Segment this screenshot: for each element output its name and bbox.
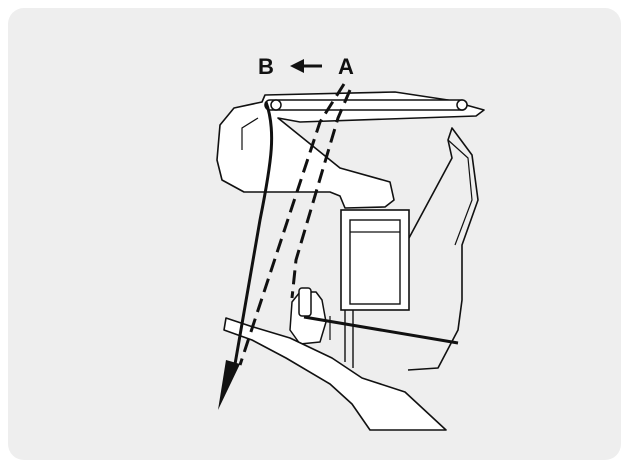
thread-guide-slot (264, 99, 468, 111)
left-arrow-icon (290, 59, 304, 73)
thread-guide-inner-edge (241, 117, 259, 150)
label-a: A (338, 54, 354, 79)
guide-pin-left (270, 99, 282, 111)
machine-body-outline (407, 127, 479, 371)
label-b: B (258, 54, 274, 79)
needle-eye (298, 287, 312, 317)
thread-path-dashed-1 (290, 89, 352, 299)
thread-down-arrow-icon (218, 360, 240, 410)
needle-bar-inner (349, 219, 401, 305)
guide-pin-right (456, 99, 468, 111)
presser-foot (223, 317, 447, 431)
thread-path-dashed-2 (238, 83, 346, 366)
thread-right (303, 315, 459, 345)
thread-path-solid (232, 101, 274, 371)
figure-panel (8, 8, 621, 460)
machine-body-inner (447, 139, 473, 246)
